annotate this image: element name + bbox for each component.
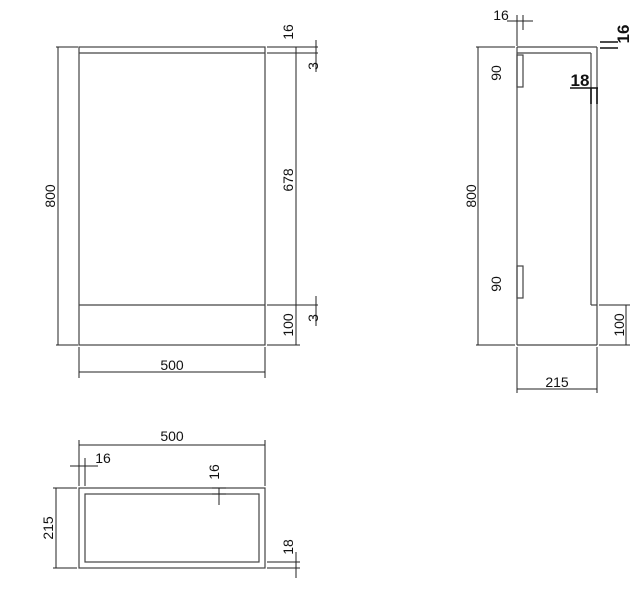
side-depth-dimension: 215 [516,347,598,393]
side-height-label: 800 [463,184,479,208]
side-plinth-dimension: 100 [599,304,630,346]
front-right-dimensions: 16 3 678 100 3 [267,24,321,346]
front-view: 800 500 16 3 678 100 3 [42,24,321,378]
side-hinge-top-label: 90 [488,65,504,81]
plan-inner-outline [84,493,260,563]
plan-width-label: 500 [160,428,184,444]
front-plinth-gap-label: 3 [305,314,321,322]
plan-back-thickness-dimension: 18 [267,539,300,578]
plan-side-thickness-dimension: 16 [70,450,111,486]
side-height-dimension: 800 [463,46,515,346]
side-back-top-label: 16 [614,25,633,44]
side-depth-label: 215 [545,374,569,390]
side-back-thickness-label: 18 [571,71,590,90]
front-top-gap-label: 3 [305,62,321,70]
front-height-dimension: 800 [42,46,78,346]
front-top-panel-label: 16 [280,24,296,40]
plan-depth-dimension: 215 [40,487,77,569]
side-back-top-dimension: 16 [600,25,633,49]
side-bottom-hinge [516,265,524,299]
front-door-height-label: 678 [280,168,296,192]
front-width-label: 500 [160,357,184,373]
side-plinth-label: 100 [611,313,627,337]
plan-back-thickness-label: 18 [280,539,296,555]
side-view: 16 16 18 90 90 800 10 [463,7,633,393]
side-back-thickness-dimension: 18 [570,71,598,104]
side-top-thickness-dimension: 16 [493,7,533,46]
plan-outline [78,487,266,569]
plan-top-thickness-label: 16 [206,464,222,480]
plan-view: 500 16 16 215 18 [40,428,300,578]
side-hinge-bottom-label: 90 [488,276,504,292]
front-width-dimension: 500 [78,347,266,378]
front-cabinet-outline [78,46,266,346]
front-plinth-height-label: 100 [280,313,296,337]
plan-side-thickness-label: 16 [95,450,111,466]
front-height-label: 800 [42,184,58,208]
plan-top-thickness-dimension: 16 [206,464,226,505]
side-top-hinge [516,54,524,88]
plan-depth-label: 215 [40,516,56,540]
side-top-thickness-label: 16 [493,7,509,23]
